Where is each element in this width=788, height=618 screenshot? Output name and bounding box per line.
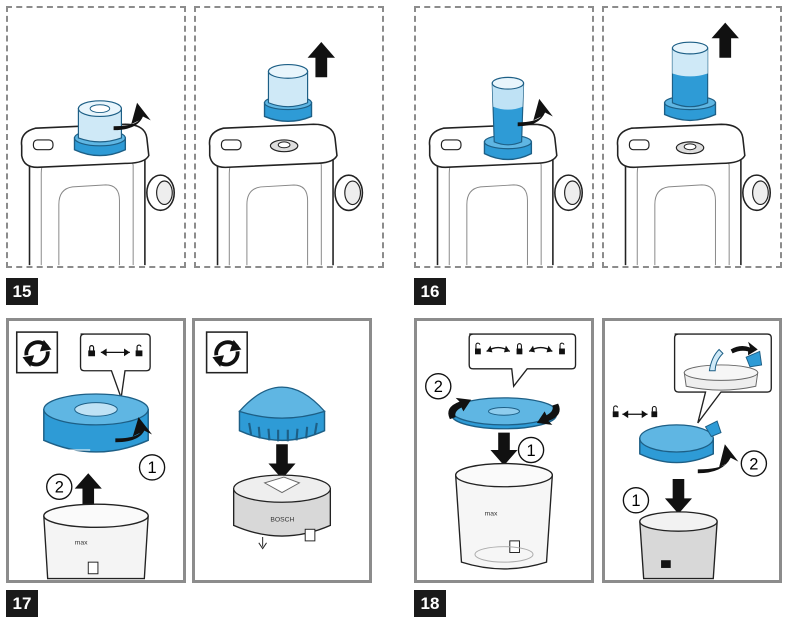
lock-unlock-callout [79,333,151,399]
unlock-icon [559,342,565,355]
step-number-18: 18 [414,590,446,617]
step16-panel-a [414,6,594,268]
lock-icon [651,406,658,418]
chopper-attachment-removed-illustration [616,22,772,266]
callout-number-1: 1 [526,442,535,460]
callout-number-1: 1 [147,459,156,477]
callout-number-2: 2 [434,378,443,396]
unlock-icon [135,344,143,357]
rotate-cycle-icon [205,331,248,374]
double-arrow-icon [100,348,130,357]
callout-number-2: 2 [55,479,64,497]
step18-panel-a: 2 1 max [414,318,594,583]
lock-unlock-callout [468,333,577,388]
max-mark: max [485,511,498,518]
double-arrow-icon [486,345,511,353]
step15-panel-b [194,6,384,268]
step17-panel-b: BOSCH [192,318,372,583]
double-arrow-icon [528,345,553,353]
callout-number-1: 1 [631,492,640,510]
callout-number-2: 2 [749,455,758,473]
blender-base-with-attachment-illustration [20,100,176,266]
detail-callout [673,333,772,424]
lock-icon [516,343,523,355]
step15-panel-a [6,6,186,268]
step-number-15: 15 [6,278,38,305]
lock-icon [88,345,96,357]
step17-panel-a: 1 2 max [6,318,186,583]
double-arrow-icon [622,410,648,419]
step16-panel-b [602,6,782,268]
max-mark: max [75,540,88,547]
unlock-icon [475,342,481,355]
step-number-16: 16 [414,278,446,305]
step18-panel-b: 2 1 [602,318,782,583]
attachment-removed-illustration [208,42,364,266]
rotate-cycle-icon [15,331,59,374]
chopper-attachment-on-base-illustration [428,76,584,266]
step-number-17: 17 [6,590,38,617]
brand-mark: BOSCH [270,517,294,524]
unlock-icon [612,405,619,418]
